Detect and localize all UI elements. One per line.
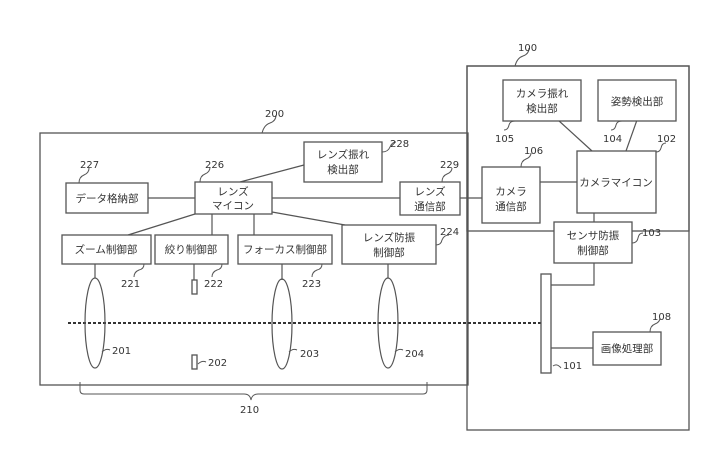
focus-control-leader	[311, 263, 323, 278]
lens-shake-detector-label-2: 検出部	[327, 163, 359, 176]
sensor-is-control-label-2: 制御部	[577, 244, 609, 257]
zoom-control-block	[61, 234, 152, 265]
image-sensor-ref: 101	[563, 361, 582, 372]
lens-unit-frame	[39, 132, 469, 386]
camera-microcomputer-ref: 102	[657, 134, 676, 145]
focus-control-label: フォーカス制御部	[243, 243, 327, 256]
focus-lens	[271, 278, 293, 370]
is-lens-ref: 204	[405, 349, 424, 360]
lens-shake-detector-leader	[381, 141, 397, 153]
camera-body-leader	[514, 47, 530, 67]
attitude-detector-leader	[610, 120, 623, 131]
aperture-leader	[197, 360, 207, 365]
lens-communication-ref: 229	[440, 160, 459, 171]
is-lens	[377, 277, 399, 369]
lens-unit-ref: 200	[265, 109, 284, 120]
attitude-detector-block	[597, 79, 677, 122]
camera-communication-block	[481, 166, 541, 224]
lens-communication-leader	[441, 167, 453, 183]
camera-microcomputer-block	[576, 150, 657, 214]
camera-microcomputer-label: カメラマイコン	[579, 177, 653, 189]
lens-is-control-leader	[435, 234, 450, 246]
zoom-control-ref: 221	[121, 279, 140, 290]
link-sensoris-sensor	[551, 263, 595, 286]
camera-communication-label-1: カメラ	[495, 186, 527, 198]
sensor-is-control-label-1: センサ防振	[567, 229, 620, 242]
lens-microcomputer-block	[194, 181, 273, 215]
lens-microcomputer-label-2: マイコン	[212, 200, 254, 212]
zoom-control-leader	[133, 263, 145, 278]
image-processor-leader	[649, 317, 661, 333]
image-processor-block	[592, 331, 662, 366]
aperture-blade-lower	[191, 354, 198, 370]
camera-shake-detector-leader	[503, 120, 516, 131]
lens-shake-detector-ref: 228	[390, 139, 409, 150]
is-lens-leader	[394, 348, 404, 353]
data-storage-label: データ格納部	[76, 192, 139, 205]
aperture-control-ref: 222	[204, 279, 223, 290]
data-storage-ref: 227	[80, 160, 99, 171]
attitude-detector-label: 姿勢検出部	[611, 95, 664, 108]
zoom-lens-ref: 201	[112, 346, 131, 357]
link-micom-lensshake	[239, 164, 305, 183]
lens-communication-block	[399, 181, 461, 216]
aperture-blade-upper	[191, 279, 198, 295]
image-processor-label: 画像処理部	[601, 342, 654, 355]
lens-communication-label-1: レンズ	[414, 185, 445, 198]
data-storage-leader	[78, 167, 90, 184]
camera-body-frame	[466, 65, 690, 431]
link-micom-zoom	[127, 213, 196, 236]
lens-group-brace	[79, 382, 428, 401]
focus-control-ref: 223	[302, 279, 321, 290]
link-micom-lensis	[271, 211, 346, 226]
camera-communication-label-2: 通信部	[495, 200, 527, 213]
zoom-control-label: ズーム制御部	[75, 243, 138, 256]
image-sensor-leader	[552, 364, 562, 369]
focus-control-block	[237, 234, 333, 265]
sensor-is-control-leader	[631, 232, 644, 244]
link-attitude-cammicom	[625, 119, 638, 152]
data-storage-block	[65, 182, 149, 214]
focus-lens-ref: 203	[300, 349, 319, 360]
lens-is-control-ref: 224	[440, 227, 459, 238]
lens-group-ref: 210	[240, 405, 259, 416]
attitude-detector-ref: 104	[603, 134, 622, 145]
lens-microcomputer-leader	[199, 166, 211, 183]
aperture-control-label: 絞り制御部	[165, 243, 218, 256]
image-sensor	[540, 273, 552, 374]
lens-unit-leader	[261, 114, 277, 134]
camera-shake-detector-ref: 105	[495, 134, 514, 145]
image-processor-ref: 108	[652, 312, 671, 323]
camera-body-ref: 100	[518, 43, 537, 54]
lens-is-control-label-1: レンズ防振	[363, 231, 416, 244]
aperture-control-block	[154, 234, 229, 265]
aperture-control-leader	[211, 263, 223, 278]
camera-shake-detector-label-2: 検出部	[526, 102, 558, 115]
camera-communication-ref: 106	[524, 146, 543, 157]
lens-microcomputer-label-1: レンズ	[217, 185, 248, 198]
link-camshake-cammicom	[557, 119, 593, 152]
zoom-lens	[84, 277, 106, 369]
lens-is-control-label-2: 制御部	[373, 246, 405, 259]
focus-lens-leader	[288, 348, 298, 353]
zoom-lens-leader	[101, 348, 111, 353]
camera-microcomputer-leader	[655, 142, 667, 153]
lens-shake-detector-label-1: レンズ振れ	[317, 148, 370, 161]
lens-microcomputer-ref: 226	[205, 160, 224, 171]
aperture-ref: 202	[208, 358, 227, 369]
lens-shake-detector-block	[303, 141, 383, 183]
sensor-is-control-block	[553, 221, 633, 264]
camera-shake-detector-block	[502, 79, 582, 122]
camera-shake-detector-label-1: カメラ振れ	[516, 87, 569, 100]
lens-communication-label-2: 通信部	[414, 200, 446, 213]
sensor-is-control-ref: 103	[642, 228, 661, 239]
camera-communication-leader	[520, 152, 532, 168]
